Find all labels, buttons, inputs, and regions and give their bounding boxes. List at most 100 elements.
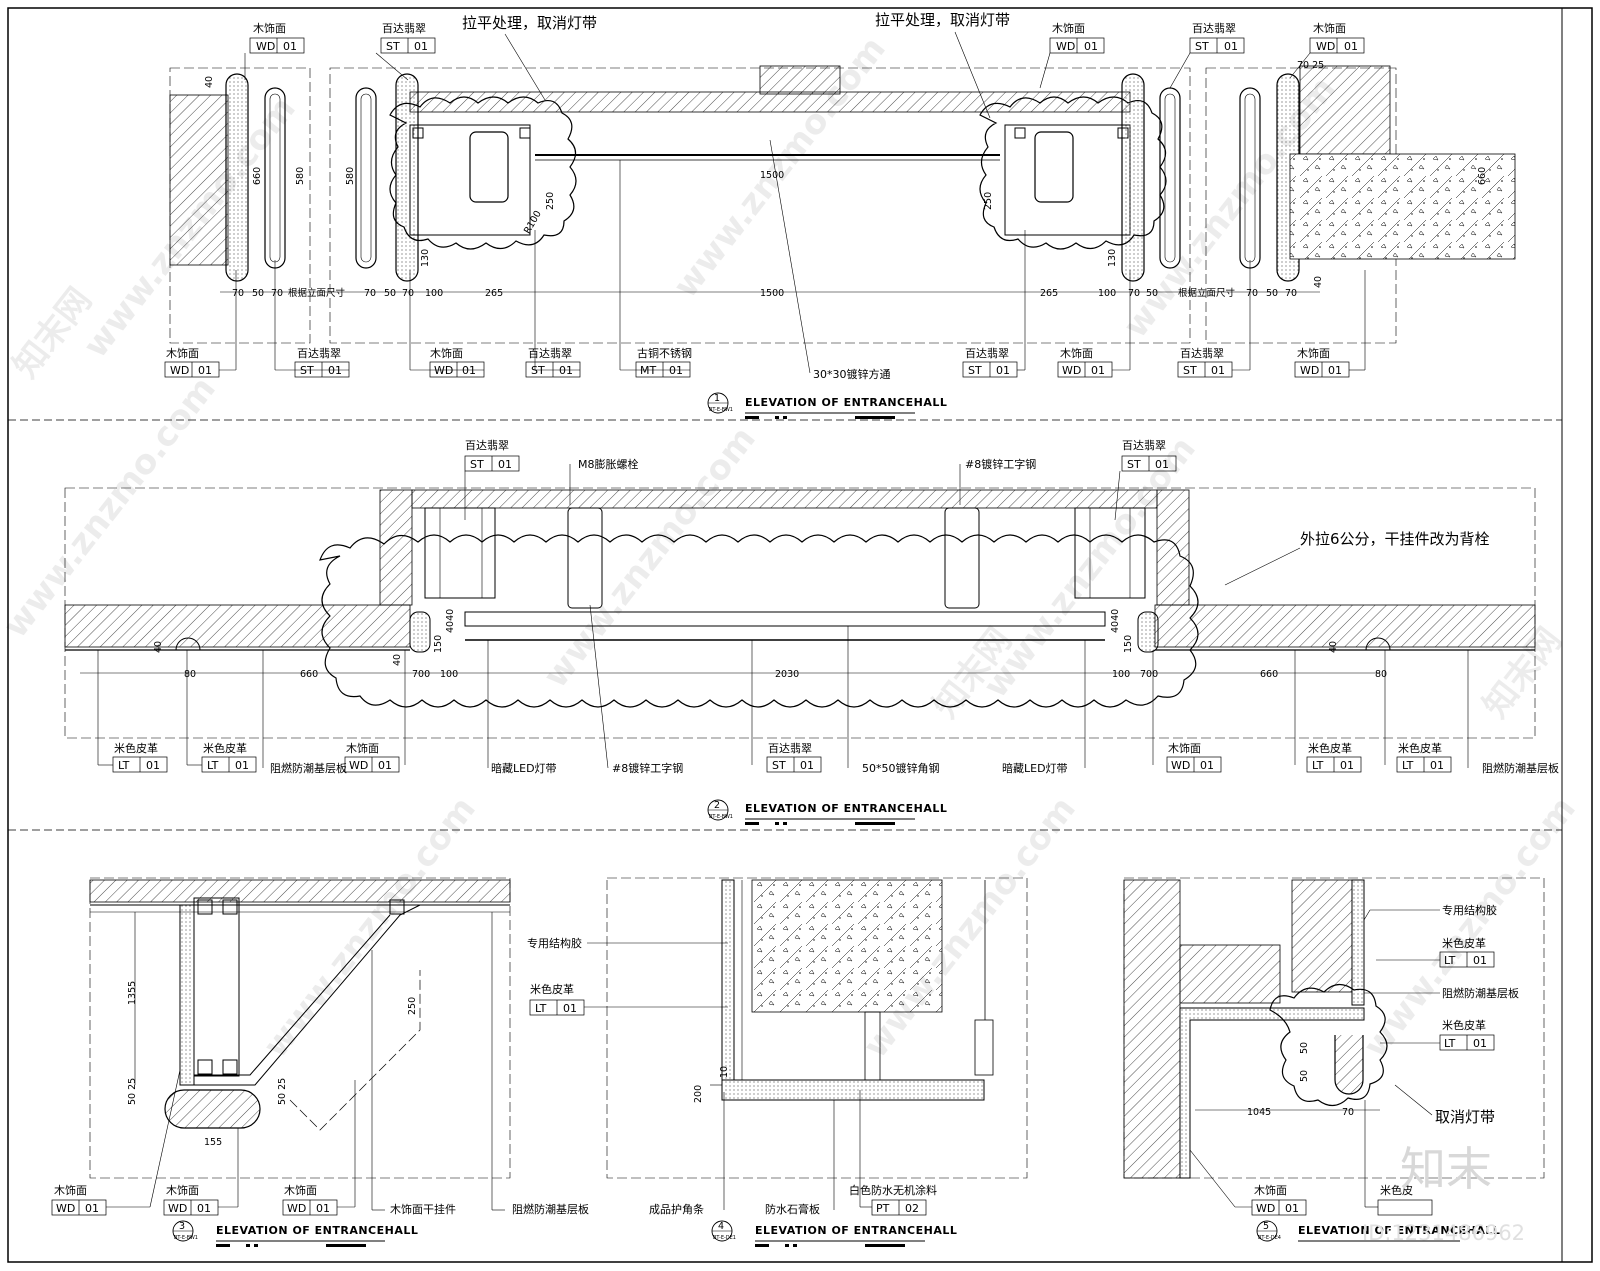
label-jade-b7: 百达翡翠 xyxy=(965,347,1009,360)
dim-580-left: 580 xyxy=(295,167,306,185)
label-leather-s2-3: 米色皮革 xyxy=(1308,741,1352,755)
label-jade-s2-left: 百达翡翠 xyxy=(465,439,509,452)
label-wood-b8: 木饰面 xyxy=(1060,346,1093,360)
label-hanger: 木饰面干挂件 xyxy=(390,1202,456,1216)
label-leather-s2-4: 米色皮革 xyxy=(1398,741,1442,755)
num-s3-3: 01 xyxy=(316,1202,330,1215)
dim-row1-70a: 70 xyxy=(232,288,244,299)
watermark-4: www.znzmo.com xyxy=(0,369,224,645)
num-top-2: 01 xyxy=(414,40,428,53)
label-led-right: 暗藏LED灯带 xyxy=(1002,761,1068,775)
label-bolt: M8膨胀螺栓 xyxy=(578,457,639,471)
num-s4-1: 01 xyxy=(563,1002,577,1015)
title-5-num: 5 xyxy=(1263,1221,1269,1232)
num-s2-b5: 01 xyxy=(1200,759,1214,772)
label-jade-b2: 百达翡翠 xyxy=(297,347,341,360)
label-board-s2-right: 阻燃防潮基层板 xyxy=(1482,761,1559,775)
dim-row1-50a: 50 xyxy=(252,288,264,299)
num-top-5: 01 xyxy=(1344,40,1358,53)
num-b10: 01 xyxy=(1328,364,1342,377)
label-leather-s4: 米色皮革 xyxy=(530,982,574,996)
dim-200-s4: 200 xyxy=(693,1085,704,1103)
num-s2-b1: 01 xyxy=(146,759,160,772)
num-b2: 01 xyxy=(328,364,342,377)
dim-row1-70b: 70 xyxy=(271,288,283,299)
code-lt-s2-4: LT xyxy=(1402,759,1414,772)
dim-s2-40-wall: 40 xyxy=(392,654,403,666)
dim-155: 155 xyxy=(204,1137,222,1148)
title-2-ref: BT-E-BW1 xyxy=(709,814,733,820)
dim-r100: R100 xyxy=(522,209,544,236)
dim-s2-100-left: 100 xyxy=(440,669,458,680)
code-st-s2-right: ST xyxy=(1127,458,1141,471)
dim-50-s5-a: 50 xyxy=(1299,1042,1310,1054)
dim-s2-80-right: 80 xyxy=(1375,669,1387,680)
label-wood-s3-2: 木饰面 xyxy=(166,1183,199,1197)
code-lt-s5-1: LT xyxy=(1444,954,1456,967)
code-wd-b1: WD xyxy=(170,364,189,377)
label-wood-s2-left: 木饰面 xyxy=(346,741,379,755)
code-lt-s2-2: LT xyxy=(207,759,219,772)
label-wood-top-3: 木饰面 xyxy=(1313,21,1346,35)
num-s2-b2: 01 xyxy=(235,759,249,772)
dim-row1-100a: 100 xyxy=(425,288,443,299)
code-st-b4: ST xyxy=(531,364,545,377)
brand-logo: 知末 xyxy=(1400,1142,1492,1196)
dim-s2-700-left: 700 xyxy=(412,669,430,680)
dim-s2-660-right: 660 xyxy=(1260,669,1278,680)
image-id: ID:1231486962 xyxy=(1362,1221,1525,1245)
num-s2-b3: 01 xyxy=(378,759,392,772)
detail-4 xyxy=(606,877,1028,1179)
label-glue-s5: 专用结构胶 xyxy=(1442,903,1497,917)
code-lt-s2-3: LT xyxy=(1312,759,1324,772)
dim-row1-265b: 265 xyxy=(1040,288,1058,299)
dim-1045: 1045 xyxy=(1247,1107,1271,1118)
dim-s2-150-left: 150 xyxy=(433,635,444,653)
label-ibeam-top: #8镀锌工字钢 xyxy=(965,457,1036,471)
watermark-5: www.znzmo.com xyxy=(536,419,764,695)
dim-row1-70d: 70 xyxy=(402,288,414,299)
note-cancel-light: 取消灯带 xyxy=(1435,1108,1495,1126)
label-wood-top-1: 木饰面 xyxy=(253,21,286,35)
leaders-1 xyxy=(219,52,1366,374)
num-s2-right: 01 xyxy=(1155,458,1169,471)
num-top-3: 01 xyxy=(1084,40,1098,53)
num-b9: 01 xyxy=(1211,364,1225,377)
dim-row1-100b: 100 xyxy=(1098,288,1116,299)
num-top-1: 01 xyxy=(283,40,297,53)
note-flatten-left: 拉平处理，取消灯带 xyxy=(462,14,597,32)
num-s5-2: 01 xyxy=(1473,1037,1487,1050)
label-wood-top-2: 木饰面 xyxy=(1052,21,1085,35)
num-b3: 01 xyxy=(462,364,476,377)
label-jade-top-2: 百达翡翠 xyxy=(1192,22,1236,35)
label-jade-top-1: 百达翡翠 xyxy=(382,22,426,35)
detail-1 xyxy=(169,65,1516,344)
num-s2-b4: 01 xyxy=(800,759,814,772)
dim-s2-700-right: 700 xyxy=(1140,669,1158,680)
title-4-ref: BT-E-DE1 xyxy=(713,1235,736,1241)
title-2-num: 2 xyxy=(714,800,720,811)
label-jade-s2-bottom: 百达翡翠 xyxy=(768,742,812,755)
num-s4-2: 02 xyxy=(905,1202,919,1215)
dim-row1-50c: 50 xyxy=(1146,288,1158,299)
num-s5-3: 01 xyxy=(1285,1202,1299,1215)
dim-row1-50b: 50 xyxy=(384,288,396,299)
dim-1500-upper: 1500 xyxy=(760,170,784,181)
code-st-b2: ST xyxy=(300,364,314,377)
code-wd-s5: WD xyxy=(1256,1202,1275,1215)
label-wood-s3-1: 木饰面 xyxy=(54,1183,87,1197)
num-b8: 01 xyxy=(1091,364,1105,377)
num-b4: 01 xyxy=(559,364,573,377)
dim-s2-40-left: 40 xyxy=(153,641,164,653)
dim-row1-70e: 70 xyxy=(1128,288,1140,299)
title-3-num: 3 xyxy=(179,1221,185,1232)
dim-50-s5-b: 50 xyxy=(1299,1070,1310,1082)
title-1: ELEVATION OF ENTRANCEHALL xyxy=(745,396,947,409)
num-b1: 01 xyxy=(198,364,212,377)
title-1-ref: BT-E-BW1 xyxy=(709,407,733,413)
code-wd-s2-left: WD xyxy=(349,759,368,772)
dim-s2-100-right: 100 xyxy=(1112,669,1130,680)
dim-250-right: 250 xyxy=(983,192,994,210)
label-gypsum: 防水石膏板 xyxy=(765,1202,820,1216)
title-5: ELEVATION OF ENTRANCEHALL xyxy=(1298,1224,1500,1237)
